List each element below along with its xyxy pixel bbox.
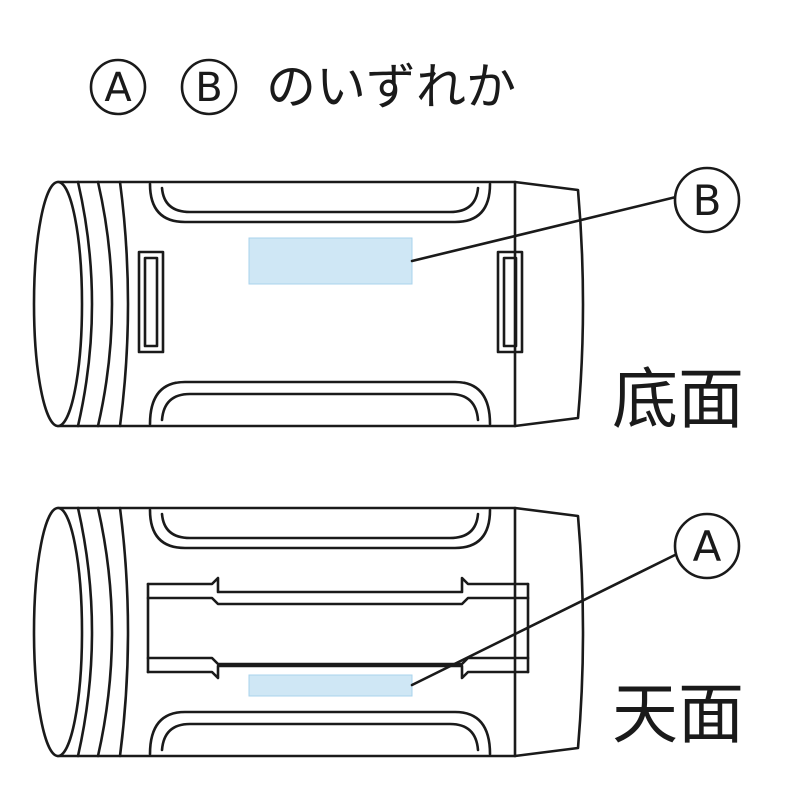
bottom-left-slot (137, 250, 165, 354)
bottom-band-1 (76, 180, 94, 428)
bottom-view-label: 底面 (612, 361, 744, 438)
top-view-label: 天面 (612, 676, 744, 753)
bottom-right-slot-inner (502, 256, 518, 348)
bottom-top-grip-inner (160, 186, 480, 214)
top-body-outline (56, 506, 585, 758)
top-lower-grip-outer (148, 710, 492, 756)
bottom-top-grip-outer (148, 182, 492, 224)
title-mark-b: B (195, 65, 222, 111)
top-band-3 (118, 506, 130, 758)
bottom-band-2 (96, 180, 114, 428)
bottom-body-outline (56, 180, 585, 428)
title-text: のいずれか (266, 58, 516, 116)
bottom-band-3 (118, 180, 130, 428)
bottom-leader-line (410, 195, 678, 263)
top-marker-circle (673, 512, 741, 580)
title-mark-a: A (104, 65, 132, 111)
bottom-right-slot (496, 250, 524, 354)
bottom-marker-circle (673, 166, 741, 234)
top-channel-upper-inner (146, 596, 530, 606)
top-print-area (248, 674, 413, 697)
bottom-print-area (248, 237, 413, 285)
top-band-2 (96, 506, 114, 758)
bottom-left-slot-inner (143, 256, 159, 348)
bottom-lower-grip-outer (148, 380, 492, 426)
top-upper-grip-outer (148, 508, 492, 550)
bottom-view-drawing: B 底面 (32, 166, 744, 438)
top-marker: A (693, 522, 722, 571)
bottom-end-cap (32, 180, 84, 428)
title-row: A B のいずれか (89, 58, 516, 116)
top-leader-line (410, 551, 681, 687)
bottom-marker: B (693, 176, 722, 225)
top-lower-grip-inner (160, 722, 480, 752)
top-channel-lower-line (146, 664, 530, 680)
bottom-lower-grip-inner (160, 392, 480, 422)
top-channel-upper-line (146, 576, 530, 594)
top-end-cap (32, 506, 84, 758)
top-upper-grip-inner (160, 512, 480, 540)
top-band-1 (76, 506, 94, 758)
title-mark-b-circle (180, 58, 238, 116)
title-mark-a-circle (89, 58, 147, 116)
top-channel-lower-inner (146, 656, 530, 666)
top-view-drawing: A 天面 (32, 506, 744, 758)
